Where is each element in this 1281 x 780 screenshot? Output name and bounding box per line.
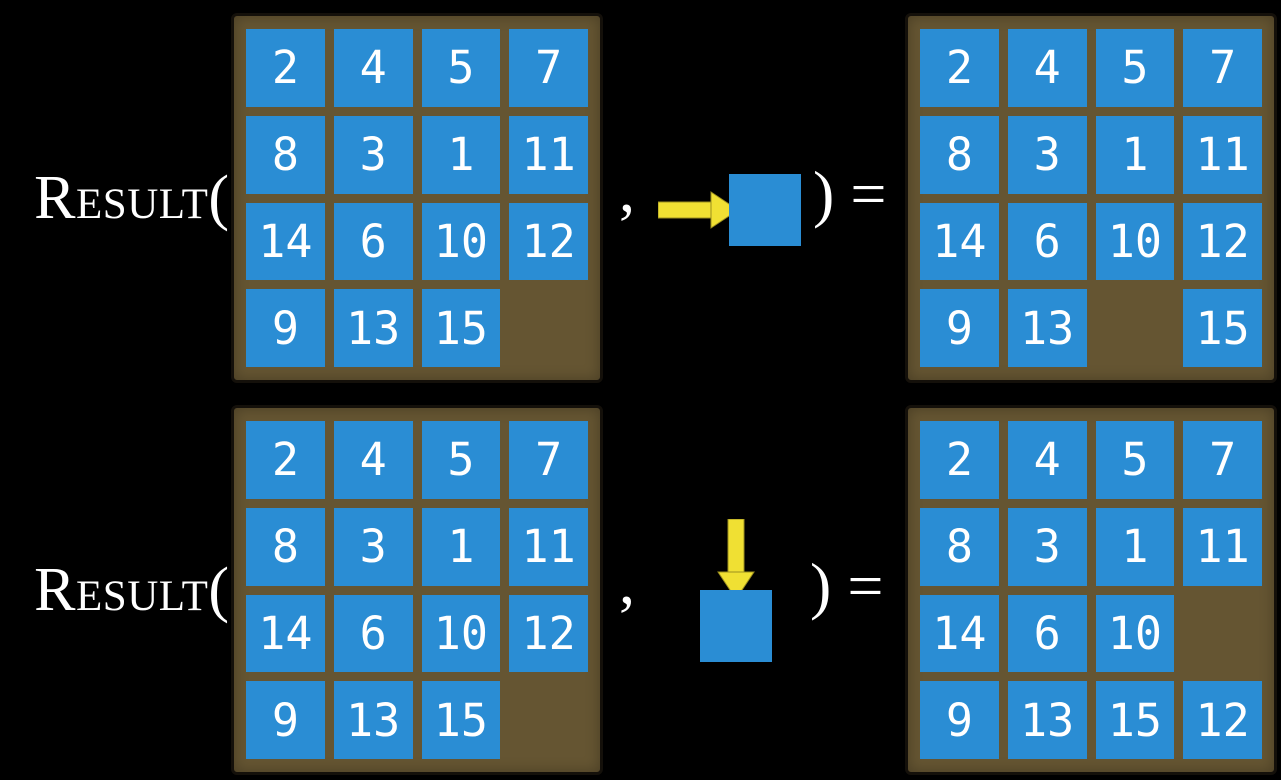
tile-5: 5 bbox=[421, 29, 501, 107]
tile-7: 7 bbox=[509, 29, 588, 107]
tile-2: 2 bbox=[920, 421, 999, 499]
tile-6: 6 bbox=[333, 202, 413, 281]
tile-13: 13 bbox=[1007, 289, 1087, 367]
tile-1: 1 bbox=[421, 115, 501, 194]
tile-4: 4 bbox=[1007, 29, 1087, 107]
tile-1: 1 bbox=[421, 507, 501, 586]
tile-8: 8 bbox=[920, 507, 999, 586]
tile-4: 4 bbox=[333, 29, 413, 107]
empty-cell bbox=[509, 681, 588, 759]
tile-10: 10 bbox=[1095, 202, 1175, 281]
action-tile bbox=[729, 174, 801, 246]
close-paren-equals: ) = bbox=[810, 550, 884, 621]
down-arrow-icon bbox=[717, 518, 755, 599]
tile-6: 6 bbox=[1007, 202, 1087, 281]
tile-11: 11 bbox=[509, 507, 588, 586]
result-function-label: Result( bbox=[0, 559, 229, 621]
tile-3: 3 bbox=[333, 115, 413, 194]
empty-cell bbox=[1183, 595, 1262, 673]
empty-cell bbox=[509, 289, 588, 367]
tile-7: 7 bbox=[1183, 29, 1262, 107]
tile-8: 8 bbox=[920, 115, 999, 194]
function-name: Result bbox=[34, 164, 209, 232]
tile-14: 14 bbox=[246, 594, 325, 673]
action-slide-right bbox=[658, 174, 801, 246]
tile-14: 14 bbox=[920, 594, 999, 673]
tile-12: 12 bbox=[509, 202, 588, 281]
tile-4: 4 bbox=[1007, 421, 1087, 499]
tile-2: 2 bbox=[246, 29, 325, 107]
tile-10: 10 bbox=[421, 594, 501, 673]
comma: , bbox=[619, 154, 635, 225]
tile-11: 11 bbox=[1183, 507, 1262, 586]
tile-8: 8 bbox=[246, 115, 325, 194]
tile-13: 13 bbox=[1007, 681, 1087, 759]
result-function-label: Result( bbox=[0, 167, 229, 229]
tile-15: 15 bbox=[1183, 289, 1262, 367]
tile-5: 5 bbox=[1095, 29, 1175, 107]
tile-3: 3 bbox=[1007, 507, 1087, 586]
tile-14: 14 bbox=[920, 202, 999, 281]
tile-9: 9 bbox=[920, 289, 999, 367]
tile-13: 13 bbox=[333, 289, 413, 367]
tile-11: 11 bbox=[1183, 115, 1262, 194]
comma: , bbox=[619, 546, 635, 617]
tile-3: 3 bbox=[1007, 115, 1087, 194]
tile-12: 12 bbox=[1183, 681, 1262, 759]
tile-10: 10 bbox=[1095, 594, 1175, 673]
tile-15: 15 bbox=[421, 289, 501, 367]
tile-4: 4 bbox=[333, 421, 413, 499]
tile-12: 12 bbox=[1183, 202, 1262, 281]
function-name: Result bbox=[34, 556, 209, 624]
tile-6: 6 bbox=[1007, 594, 1087, 673]
tile-2: 2 bbox=[920, 29, 999, 107]
action-slide-down bbox=[700, 518, 772, 662]
tile-2: 2 bbox=[246, 421, 325, 499]
tile-1: 1 bbox=[1095, 507, 1175, 586]
empty-cell bbox=[1096, 289, 1175, 367]
action-tile bbox=[700, 589, 772, 662]
tile-5: 5 bbox=[1095, 421, 1175, 499]
tile-7: 7 bbox=[1183, 421, 1262, 499]
tile-12: 12 bbox=[509, 594, 588, 673]
tile-5: 5 bbox=[421, 421, 501, 499]
tile-1: 1 bbox=[1095, 115, 1175, 194]
tile-11: 11 bbox=[509, 115, 588, 194]
tile-15: 15 bbox=[1095, 681, 1175, 759]
close-paren-equals: ) = bbox=[813, 158, 887, 229]
tile-3: 3 bbox=[333, 507, 413, 586]
tile-13: 13 bbox=[333, 681, 413, 759]
tile-9: 9 bbox=[920, 681, 999, 759]
tile-9: 9 bbox=[246, 289, 325, 367]
tile-9: 9 bbox=[246, 681, 325, 759]
equation-middle-2: , ) = bbox=[603, 405, 905, 775]
tile-8: 8 bbox=[246, 507, 325, 586]
tile-6: 6 bbox=[333, 594, 413, 673]
open-paren: ( bbox=[208, 164, 229, 232]
right-arrow-icon bbox=[658, 191, 738, 229]
tile-10: 10 bbox=[421, 202, 501, 281]
tile-7: 7 bbox=[509, 421, 588, 499]
tile-14: 14 bbox=[246, 202, 325, 281]
open-paren: ( bbox=[208, 556, 229, 624]
equation-middle-1: , ) = bbox=[603, 13, 905, 383]
tile-15: 15 bbox=[421, 681, 501, 759]
